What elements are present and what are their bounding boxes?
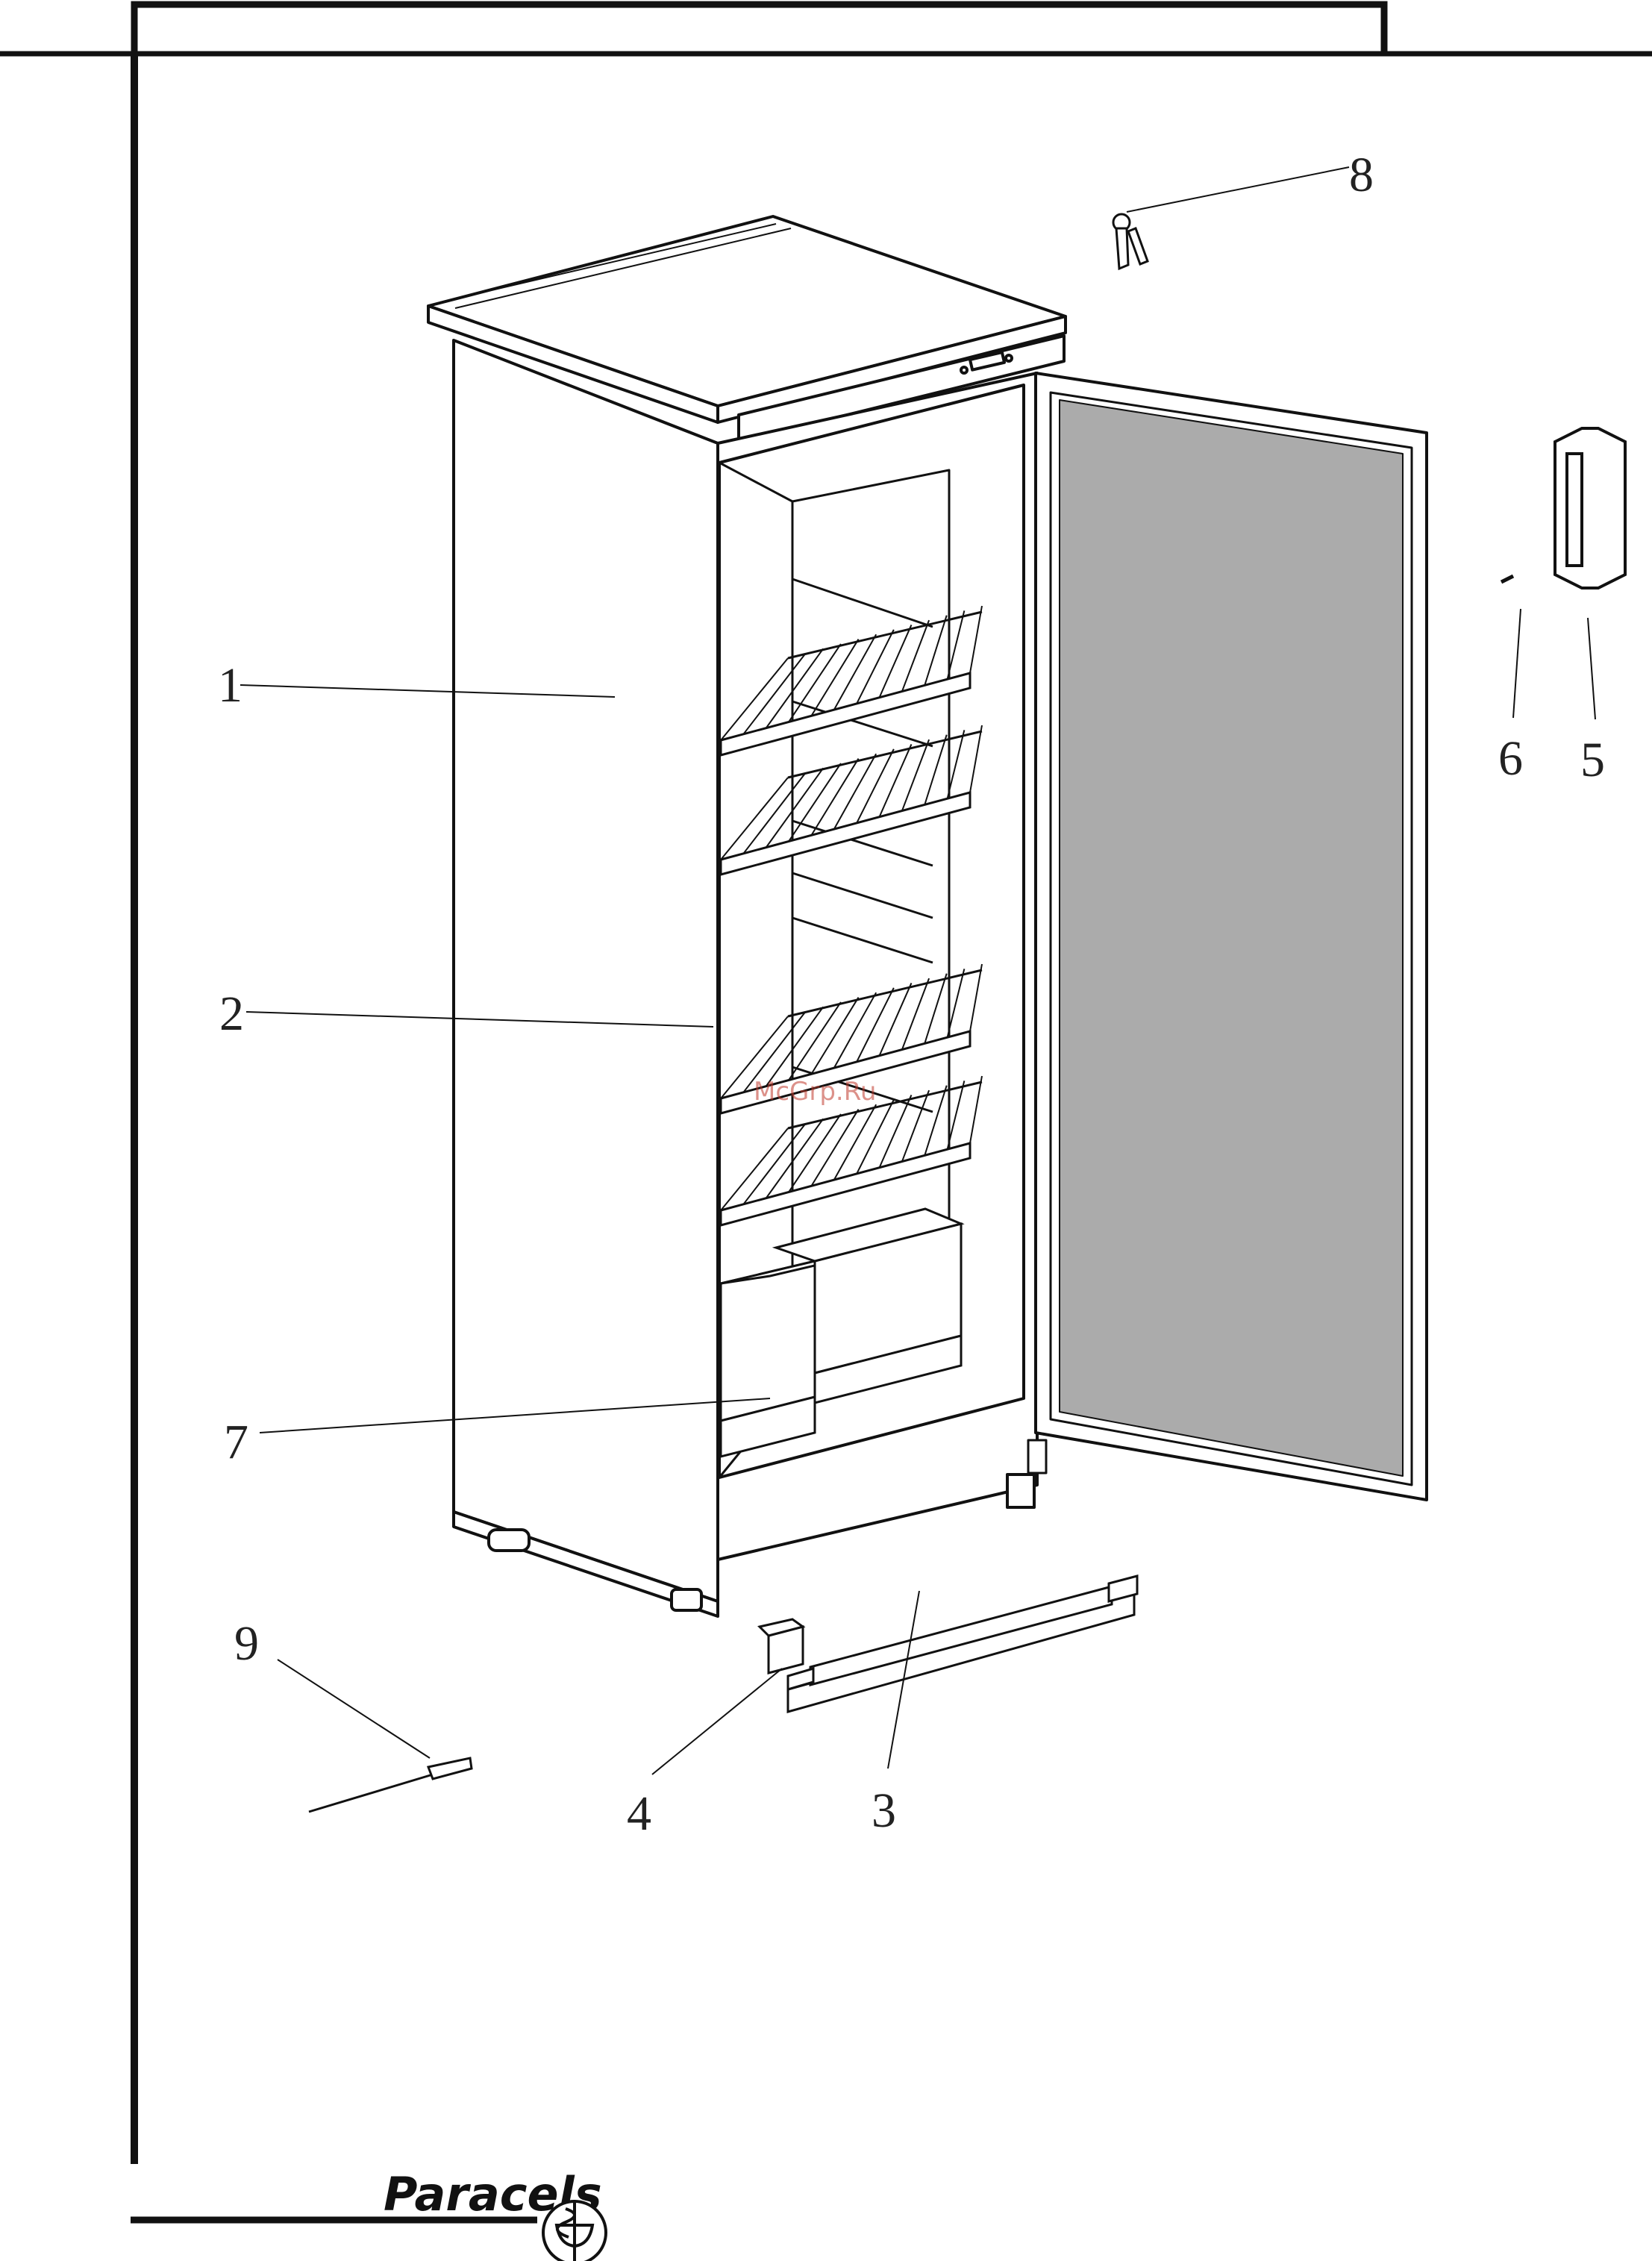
door-handle-parts [1501, 428, 1625, 588]
grille-vent-strip [810, 1586, 1112, 1685]
door [1028, 373, 1427, 1500]
leader-5 [1588, 618, 1595, 719]
watermark: McGrp.Ru [754, 1077, 876, 1107]
callout-3: 3 [872, 1783, 896, 1838]
callout-4: 4 [627, 1786, 651, 1841]
callout-2: 2 [219, 986, 244, 1041]
indicator-light-2 [1006, 355, 1012, 361]
callout-6: 6 [1498, 731, 1523, 786]
grille-parts [760, 1576, 1137, 1712]
front-foot [672, 1589, 701, 1610]
scraper-blade [428, 1758, 472, 1779]
ice-scraper-icon [309, 1758, 472, 1812]
screw-icon [1501, 576, 1513, 582]
leader-4 [652, 1669, 782, 1774]
crisper-drawer-left [721, 1261, 815, 1421]
callout-8: 8 [1349, 148, 1374, 202]
callout-5: 5 [1580, 733, 1605, 787]
keys-icon [1113, 214, 1148, 269]
cabinet-side-panel [454, 340, 718, 1601]
footer-brand: Paracels [384, 2167, 606, 2261]
indicator-light-1 [961, 367, 967, 373]
hinge-foot [1007, 1475, 1034, 1507]
callout-7: 7 [224, 1415, 248, 1469]
caduceus-bowl-icon [543, 2201, 606, 2261]
rear-wheel [489, 1530, 529, 1551]
leader-6 [1513, 609, 1521, 718]
callout-9: 9 [234, 1616, 259, 1671]
leader-8 [1127, 167, 1349, 212]
key-1 [1116, 228, 1128, 269]
callout-1: 1 [218, 658, 243, 713]
leader-9 [278, 1660, 430, 1758]
door-hinge [1028, 1440, 1046, 1473]
door-panel [1060, 400, 1403, 1476]
header-box [134, 4, 1384, 54]
key-2 [1128, 228, 1148, 264]
scraper-shaft [309, 1774, 433, 1812]
